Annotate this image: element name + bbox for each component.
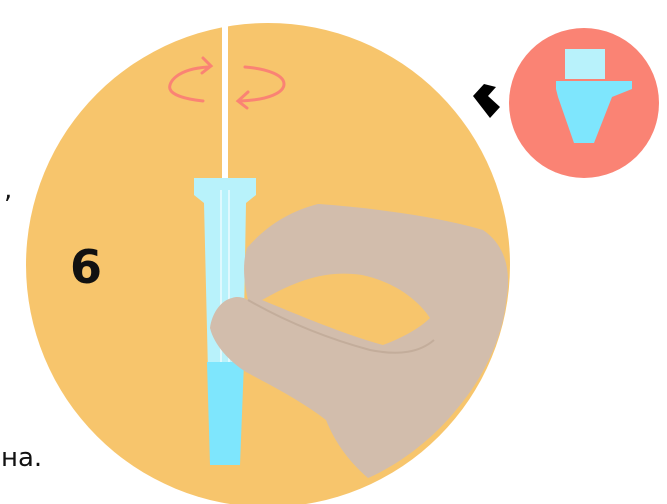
step-number: 6: [70, 240, 102, 294]
tube-liquid: [207, 362, 244, 465]
chevron-left-icon: [473, 84, 500, 118]
text-fragment-comma: ,: [4, 175, 12, 205]
text-fragment-ending: на.: [1, 443, 42, 473]
badge: [509, 28, 659, 178]
